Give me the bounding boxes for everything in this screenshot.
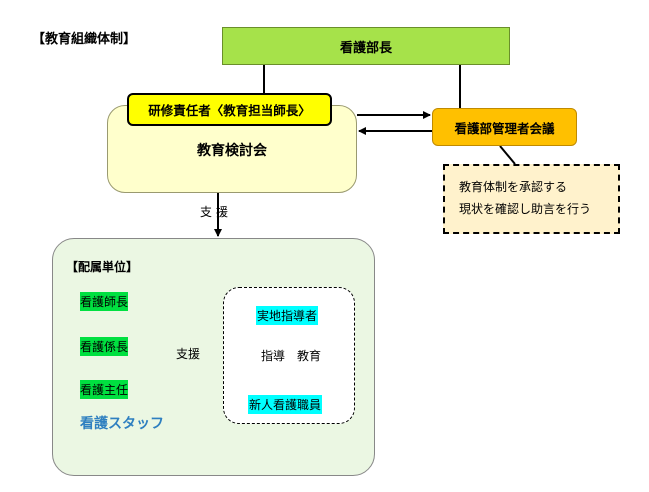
instructor-label: 実地指導者 [256, 306, 319, 325]
note-line-approve: 教育体制を承認する [459, 180, 568, 194]
management-meeting-box: 看護部管理者会議 [432, 108, 577, 146]
role-head-nurse: 看護師長 [80, 292, 129, 311]
management-meeting-label: 看護部管理者会議 [454, 120, 555, 136]
head-nurse-label: 看護部長 [339, 40, 392, 56]
training-officer-label: 研修責任者〈教育担当師長〉 [148, 103, 311, 118]
role-chief: 看護係長 [80, 337, 129, 356]
instruct-label: 指導 [261, 349, 286, 363]
note-line-advise: 現状を確認し助言を行う [459, 202, 592, 216]
educate-label: 教育 [297, 349, 322, 363]
new-nurse-label: 新人看護職員 [248, 395, 323, 414]
training-officer-box: 研修責任者〈教育担当師長〉 [127, 93, 332, 126]
block-arrow-label: 支援 [176, 347, 201, 361]
support-label: 支援 [200, 205, 233, 219]
note-box: 教育体制を承認する 現状を確認し助言を行う [443, 164, 620, 234]
line-management-to-note [499, 145, 516, 165]
department-title: 【配属単位】 [66, 260, 139, 274]
page-title: 【教育組織体制】 [32, 32, 137, 47]
role-supervisor: 看護主任 [80, 380, 129, 399]
education-committee-label: 教育検討会 [197, 143, 267, 159]
head-nurse-box: 看護部長 [222, 27, 510, 65]
nursing-staff-label: 看護スタッフ [80, 416, 164, 432]
